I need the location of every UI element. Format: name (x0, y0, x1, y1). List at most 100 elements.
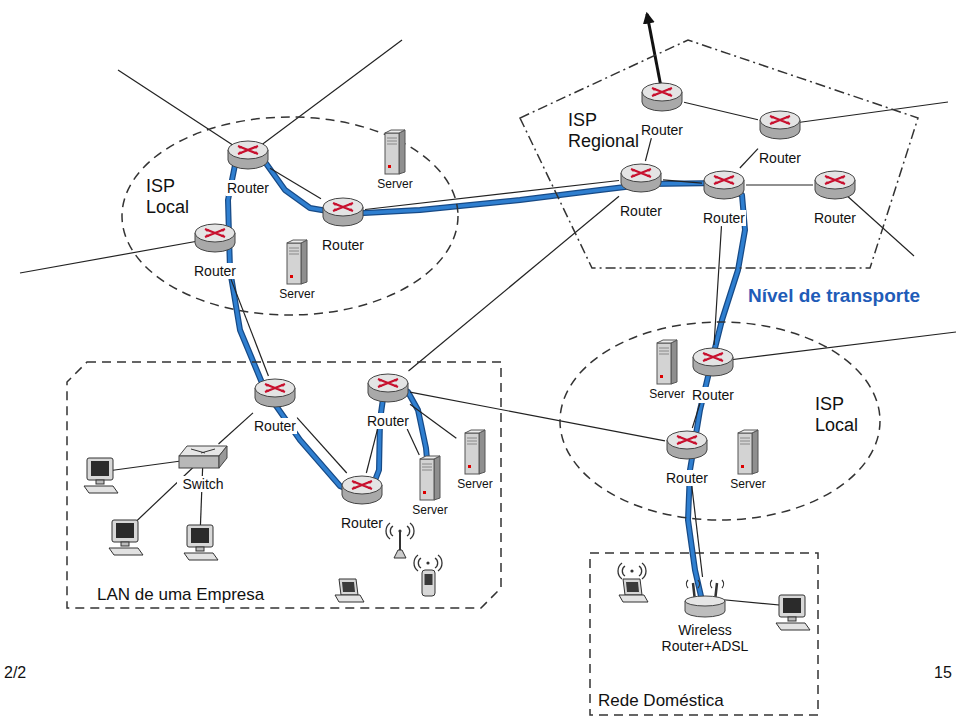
network-link (684, 102, 758, 120)
router-top (667, 431, 707, 449)
router-node: Router (619, 161, 663, 219)
device-label: Router (193, 263, 237, 279)
server-side (434, 456, 440, 500)
server-led (423, 491, 426, 494)
device-label: Server (278, 288, 315, 302)
router-arrows (703, 353, 723, 361)
device-label: Server (411, 504, 448, 518)
radio-waves (618, 563, 646, 579)
router-icon (640, 80, 684, 114)
server-front (657, 343, 671, 384)
server-node: Server (376, 129, 413, 192)
server-icon (285, 239, 309, 285)
router-arrows (631, 169, 651, 177)
network-link (663, 180, 702, 183)
transport-path (228, 155, 745, 605)
server-front (465, 433, 479, 474)
router-arrowheads (631, 169, 651, 177)
network-link (692, 403, 700, 428)
router-icon (340, 473, 384, 507)
device-label: Router (758, 150, 802, 166)
network-link (270, 168, 321, 199)
router-arrowheads (265, 384, 285, 392)
uplink-lines (118, 70, 248, 155)
device-label: Router (691, 387, 735, 403)
router-node: Router (366, 371, 410, 429)
router-top (228, 141, 268, 159)
device-label: Switch (177, 476, 229, 492)
region-shape (515, 35, 923, 273)
router-node: Router (340, 473, 384, 531)
server-top (657, 340, 677, 343)
region-label: Rede Doméstica (598, 691, 724, 711)
router-node: Router (640, 80, 684, 138)
router-node: Router (193, 221, 237, 279)
device-label: Router (813, 210, 857, 226)
radio-waves (686, 580, 723, 588)
laptop (619, 579, 648, 602)
router-icon (253, 376, 297, 410)
desktop-computer (109, 520, 143, 555)
router-arrowheads (703, 353, 723, 361)
router-icon (758, 108, 802, 142)
isp-region: ISP RegionalRouterRouterRouterRouterRout… (515, 35, 923, 273)
network-link (746, 184, 813, 185)
router-icon (813, 168, 857, 202)
server-front (420, 459, 434, 500)
router-top (693, 348, 733, 366)
device-label: Router (640, 122, 684, 138)
router-top (685, 596, 725, 606)
server-slots (289, 248, 299, 254)
desktop-computer (776, 595, 810, 630)
region-outline (67, 362, 501, 608)
server-top (287, 240, 307, 243)
router-arrowheads (714, 176, 734, 184)
region-label: ISP Regional (568, 110, 639, 151)
device-label: Router (321, 237, 365, 253)
server-slots (740, 438, 750, 444)
device-label: Router (340, 515, 384, 531)
server-side (399, 130, 405, 174)
desktop-computer (84, 458, 118, 493)
router-top (760, 111, 800, 129)
server-node: Server (411, 455, 448, 518)
page-number: 15 (934, 664, 952, 682)
router-top (642, 83, 682, 101)
network-link (740, 149, 758, 168)
device-label: Router (702, 210, 746, 226)
server-front (287, 243, 301, 284)
server-slots (387, 138, 397, 144)
server-node: Server (278, 239, 315, 302)
uplink-lines (248, 40, 402, 155)
router-top (323, 198, 363, 216)
server-node: Server (648, 339, 685, 402)
router-arrows (825, 176, 845, 184)
router-top (621, 164, 661, 182)
server-top (465, 430, 485, 433)
router-top (704, 171, 744, 189)
laptop (335, 579, 648, 602)
router-top (815, 171, 855, 189)
wireless-router-node: Wireless Router+ADSL (661, 577, 750, 654)
switch-side (219, 446, 227, 468)
switch-node: Switch (177, 444, 229, 492)
wireless-antenna (394, 550, 406, 558)
router-arrowheads (205, 229, 225, 237)
wr-icon (681, 577, 729, 619)
device-label: Server (376, 178, 413, 192)
router-icon (193, 221, 237, 255)
router-arrows (265, 384, 285, 392)
server-top (420, 456, 440, 459)
device-label: Router (253, 418, 297, 434)
router-arrowheads (378, 379, 398, 387)
server-node: Server (729, 429, 766, 492)
page-number: 15 (934, 664, 952, 682)
router-arrowheads (770, 116, 790, 124)
region-label: ISP Local (815, 394, 858, 435)
router-arrows (378, 379, 398, 387)
router-node: Router (691, 345, 735, 403)
network-link (408, 196, 619, 371)
isp-region: ISP LocalRouterRouterServerRouterServer (120, 115, 460, 317)
